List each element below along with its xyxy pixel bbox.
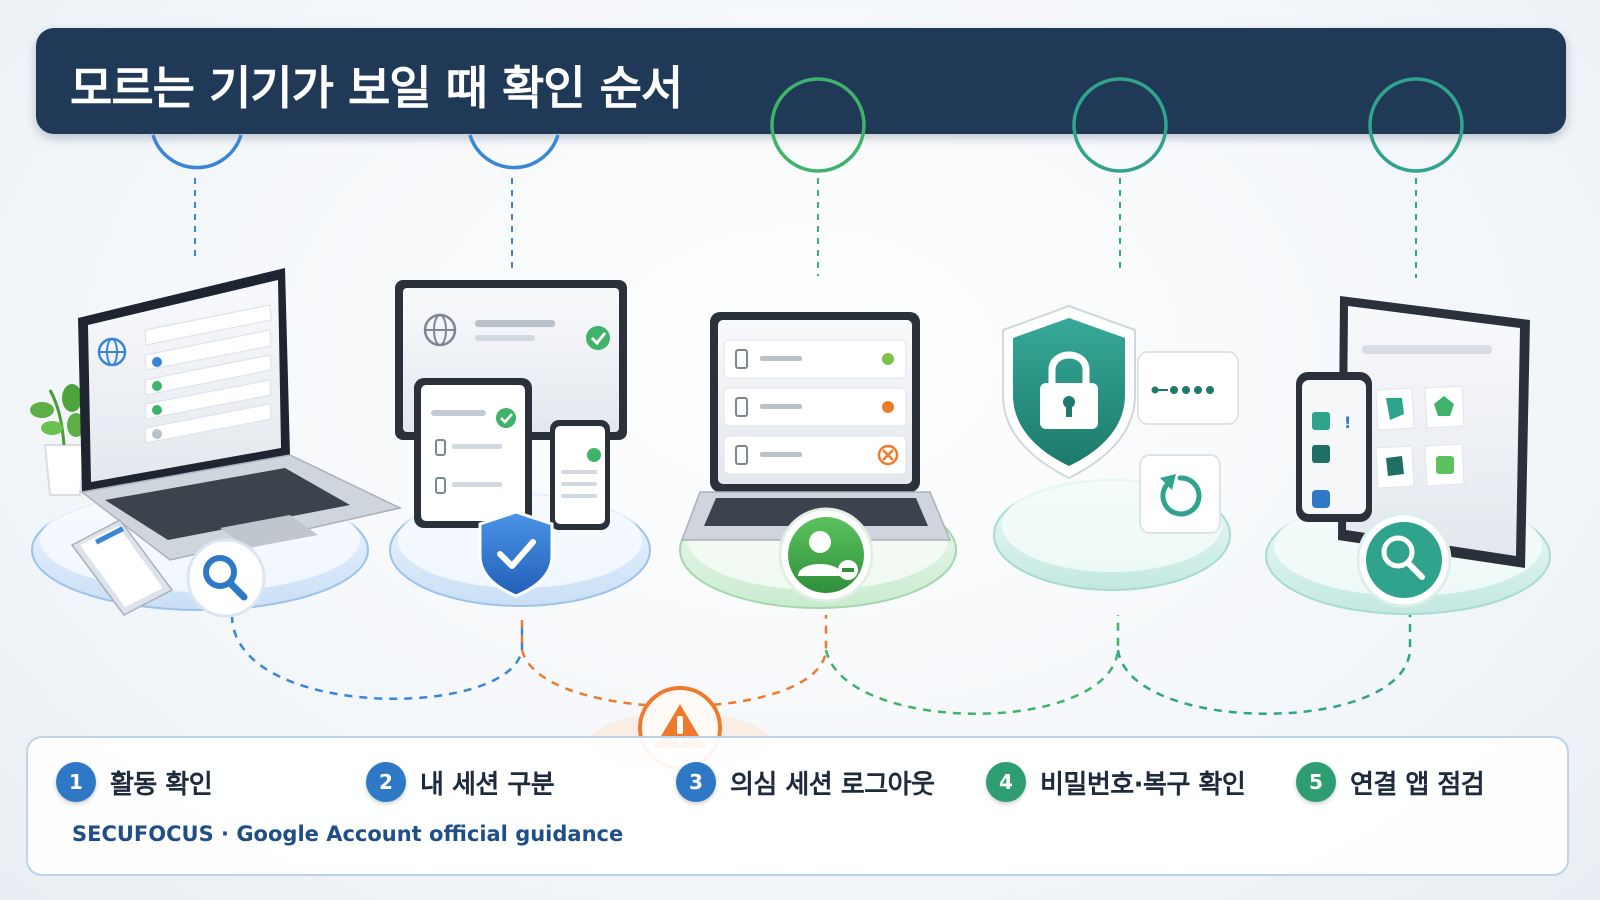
svg-text:!: !	[1344, 413, 1351, 432]
shield-check-icon	[478, 510, 554, 598]
reset-icon	[1139, 454, 1221, 534]
step-number-badge: 3	[676, 762, 716, 802]
step-label: 의심 세션 로그아웃	[730, 769, 935, 800]
globe-icon	[97, 337, 127, 367]
connector-curves	[230, 614, 1412, 715]
user-remove-icon	[778, 507, 874, 603]
drop-lines	[194, 178, 1417, 278]
legend-step-5: 5 연결 앱 점검	[1296, 762, 1485, 802]
step-label: 비밀번호·복구 확인	[1040, 769, 1246, 800]
lock-shield-icon	[1002, 304, 1136, 480]
step-label: 연결 앱 점검	[1350, 769, 1485, 800]
step-number-badge: 4	[986, 762, 1026, 802]
header-bar: 모르는 기기가 보일 때 확인 순서	[36, 28, 1566, 134]
station-sessions	[389, 280, 651, 607]
legend-step-3: 3 의심 세션 로그아웃	[676, 762, 935, 802]
step-number-badge: 1	[56, 762, 96, 802]
station-activity	[30, 268, 403, 618]
plant-icon	[30, 384, 87, 496]
step-number-badge: 5	[1296, 762, 1336, 802]
legend-step-1: 1 활동 확인	[56, 762, 213, 802]
legend-step-4: 4 비밀번호·복구 확인	[986, 762, 1246, 802]
step-label: 내 세션 구분	[420, 769, 555, 800]
search-icon	[186, 538, 266, 618]
source-credit: SECUFOCUS · Google Account official guid…	[72, 822, 624, 846]
station-password	[993, 304, 1239, 591]
search-icon	[1356, 512, 1452, 608]
station-apps: !	[1265, 296, 1551, 615]
page-title: 모르는 기기가 보일 때 확인 순서	[70, 61, 683, 115]
step-number-badge: 2	[366, 762, 406, 802]
station-logout	[679, 312, 957, 609]
step-label: 활동 확인	[110, 769, 213, 800]
legend-step-2: 2 내 세션 구분	[366, 762, 555, 802]
password-icon	[1137, 351, 1239, 425]
steps-legend: 1 활동 확인 2 내 세션 구분 3 의심 세션 로그아웃 4 비밀번호·복구…	[26, 736, 1569, 876]
